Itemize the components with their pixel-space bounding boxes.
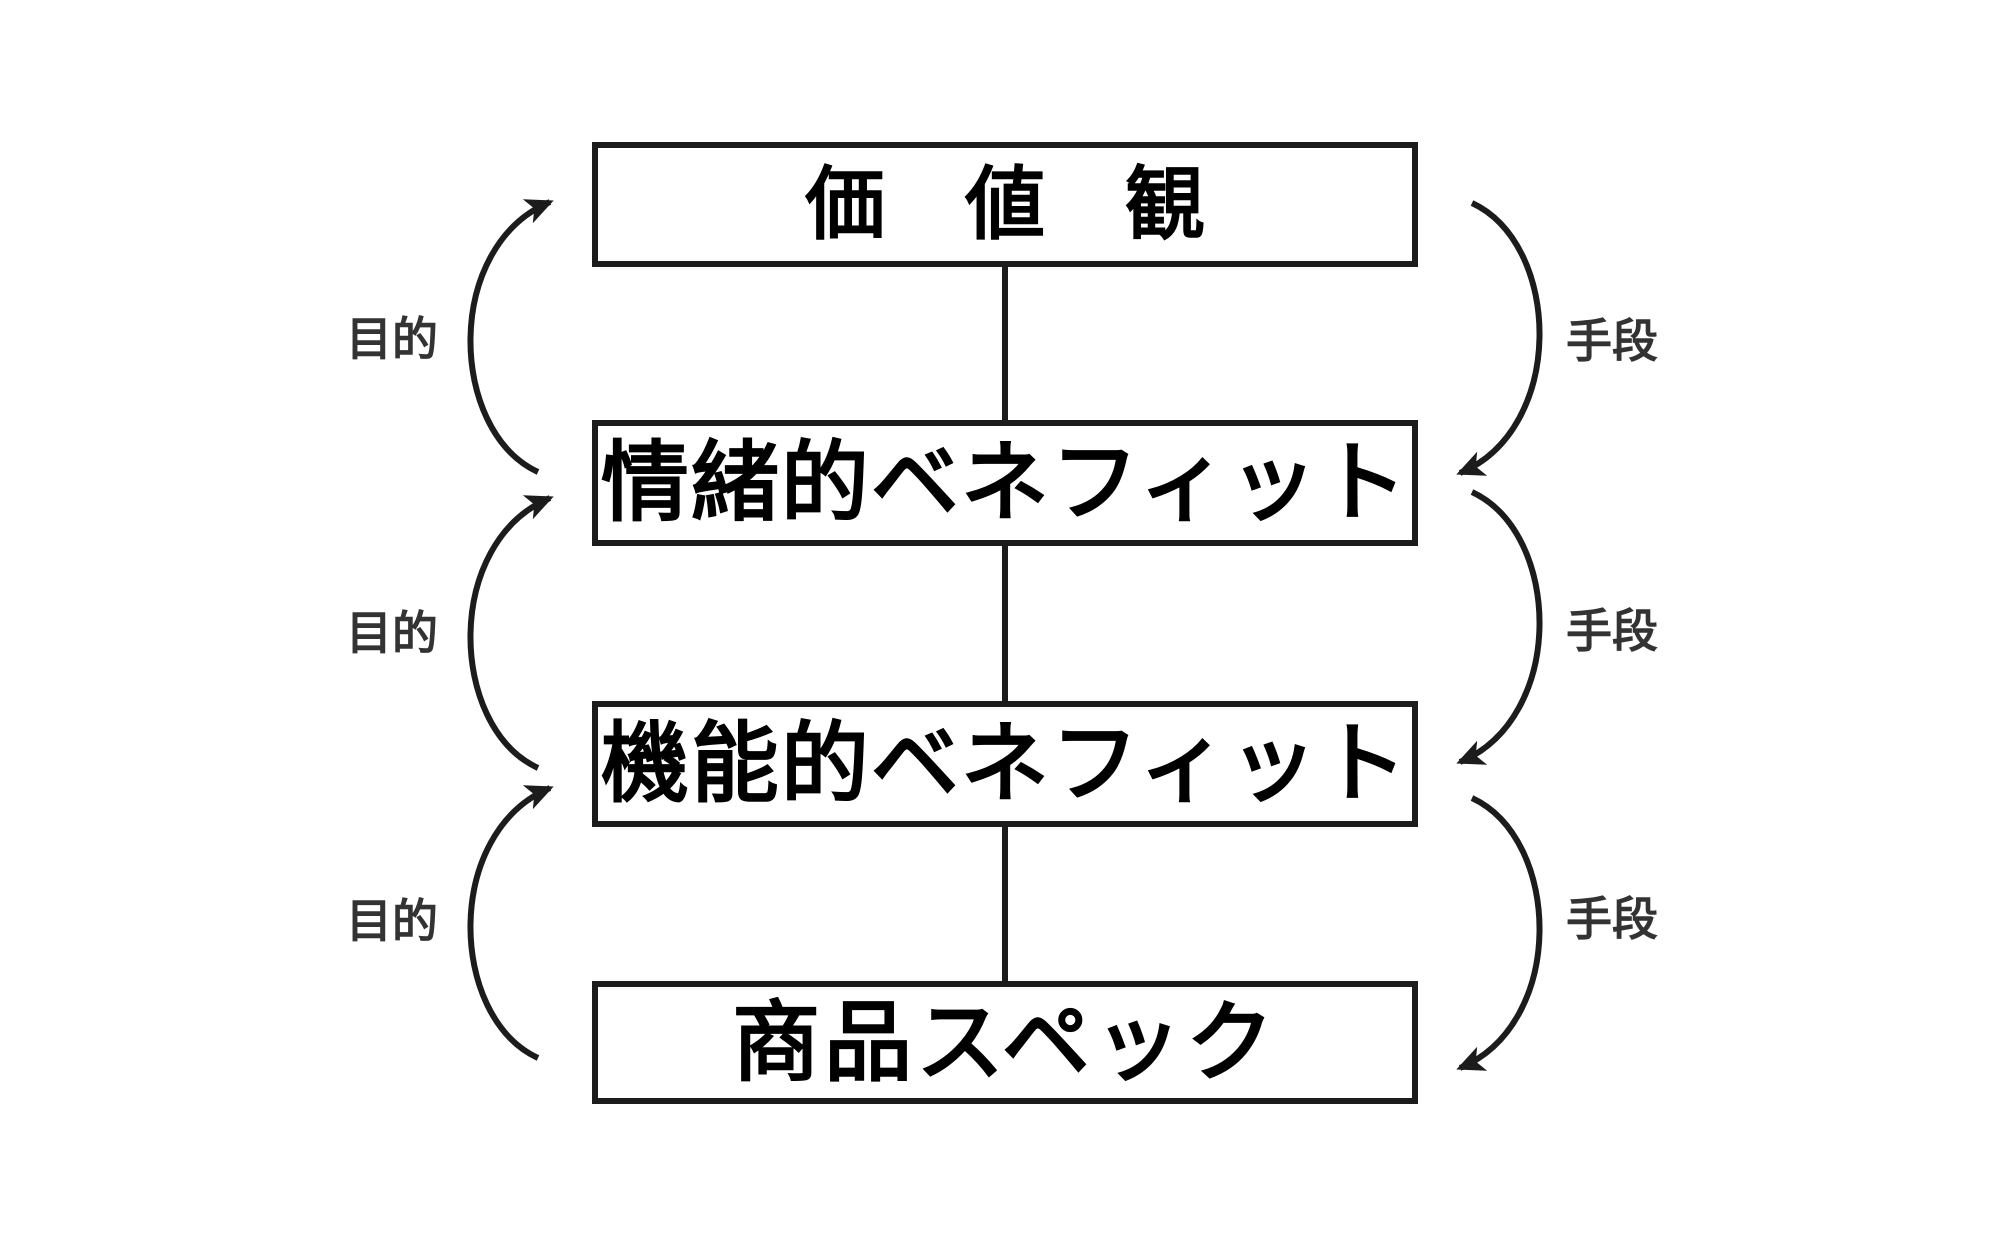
means-down-arrow-1 xyxy=(1456,200,1543,476)
box-emotional-benefit-label: 情緒的ベネフィット xyxy=(600,433,1410,532)
means-down-arrow-2 xyxy=(1456,489,1543,765)
box-functional-benefit-label: 機能的ベネフィット xyxy=(600,714,1410,813)
purpose-up-arrow-3 xyxy=(467,785,554,1061)
box-values-label: 価 値 観 xyxy=(805,159,1205,249)
means-label-1: 手段 xyxy=(1566,315,1658,367)
means-down-arrow-3 xyxy=(1456,795,1543,1071)
purpose-up-arrow-2 xyxy=(467,495,554,771)
box-product-spec-label: 商品スペック xyxy=(732,992,1278,1092)
means-label-3: 手段 xyxy=(1566,893,1658,945)
box-functional-benefit: 機能的ベネフィット xyxy=(592,701,1418,827)
box-values: 価 値 観 xyxy=(592,142,1418,267)
purpose-up-arrow-1 xyxy=(467,199,554,475)
box-product-spec: 商品スペック xyxy=(592,981,1418,1104)
box-emotional-benefit: 情緒的ベネフィット xyxy=(592,420,1418,546)
purpose-label-2: 目的 xyxy=(346,607,438,659)
purpose-label-1: 目的 xyxy=(346,313,438,365)
purpose-label-3: 目的 xyxy=(346,895,438,947)
means-label-2: 手段 xyxy=(1566,605,1658,657)
